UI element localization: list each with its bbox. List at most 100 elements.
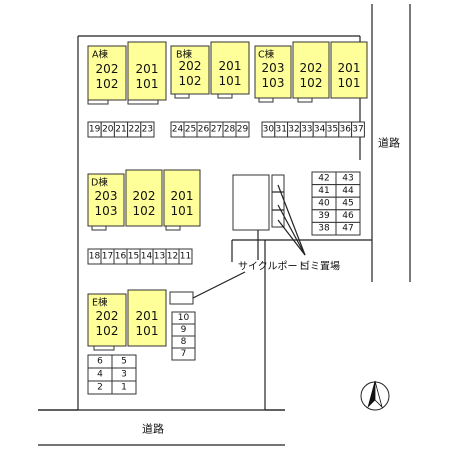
balcony-tab [91,225,107,231]
unit-block [210,41,250,95]
building-label: D棟 [91,177,108,189]
parking-number: 28 [224,125,236,135]
balcony-tab [93,345,115,351]
storage-box [169,271,246,305]
parking-number: 29 [237,125,249,135]
building-label: E棟 [92,297,108,309]
parking-number: 39 [318,211,330,221]
parking-number: 31 [275,125,286,135]
unit-block [87,45,127,101]
parking-number: 33 [301,125,312,135]
parking-number: 23 [142,125,153,135]
parking-number: 18 [89,252,101,262]
unit-number-upper: 203 [95,189,118,203]
balcony-tab [174,93,190,99]
unit-block [87,173,125,227]
unit-number-lower: 101 [136,324,159,338]
parking-space [111,380,137,395]
unit-number-upper: 201 [171,189,194,203]
parking-space [335,221,361,236]
parking-space [171,347,196,361]
unit-number-upper: 202 [96,62,119,76]
unit-number-lower: 102 [96,77,119,91]
building-label: C棟 [258,49,275,61]
unit-number-upper: 202 [96,309,119,323]
unit-number-upper: 201 [338,61,361,75]
parking-number: 30 [263,125,275,135]
unit-number-upper: 201 [136,309,159,323]
unit-block [87,293,127,347]
building-label: A棟 [92,49,108,61]
parking-number: 36 [339,125,351,135]
parking-number: 13 [154,252,165,262]
parking-number: 42 [318,173,329,183]
road-bottom: 道路 [38,409,285,446]
parking-number: 2 [97,383,103,393]
parking-number: 3 [121,370,127,380]
unit-number-lower: 103 [95,204,118,218]
unit-block [163,169,201,227]
parking-number: 37 [352,125,363,135]
parking-number: 32 [288,125,299,135]
parking-space [140,121,155,138]
parking-number: 7 [181,349,187,359]
parking-number: 11 [180,252,191,262]
unit-number-upper: 202 [300,61,323,75]
parking-number: 25 [185,125,196,135]
parking-number: 24 [172,125,184,135]
unit-number-lower: 103 [262,76,285,90]
unit-number-lower: 102 [133,204,156,218]
parking-number: 5 [121,357,127,367]
unit-number-upper: 201 [219,59,242,73]
unit-block [170,45,210,95]
parking-number: 43 [342,173,353,183]
balcony-tab [258,97,274,103]
parking-number: 21 [115,125,126,135]
unit-block [125,169,163,227]
parking-space [351,121,365,138]
road-right-label: 道路 [378,136,400,150]
parking-number: 14 [141,252,153,262]
parking-number: 27 [211,125,222,135]
unit-block [127,41,167,101]
unit-number-lower: 102 [96,324,119,338]
parking-number: 41 [318,186,329,196]
parking-space [235,121,250,138]
balcony-tab [165,225,181,231]
parking-space [178,248,193,265]
parking-column-7-10: 10 9 8 7 [171,311,196,361]
unit-number-lower: 101 [171,204,194,218]
balcony-tab [127,99,159,105]
parking-number: 9 [181,325,187,335]
garbage-label: ゴミ置場 [300,260,340,273]
parking-number: 47 [342,224,353,234]
parking-number: 34 [314,125,326,135]
unit-number-upper: 203 [262,61,285,75]
parking-number: 4 [97,370,103,380]
parking-number: 8 [181,337,187,347]
unit-number-lower: 101 [338,76,361,90]
parking-number: 20 [102,125,114,135]
unit-block [330,41,368,99]
road-bottom-label: 道路 [142,422,164,436]
parking-number: 16 [115,252,127,262]
north-compass [360,380,390,411]
parking-number: 10 [178,313,190,323]
unit-number-upper: 201 [136,62,159,76]
unit-number-lower: 102 [179,74,202,88]
cycle-port: サイクルポート [232,174,308,273]
unit-number-lower: 101 [219,74,242,88]
parking-number: 40 [318,199,330,209]
